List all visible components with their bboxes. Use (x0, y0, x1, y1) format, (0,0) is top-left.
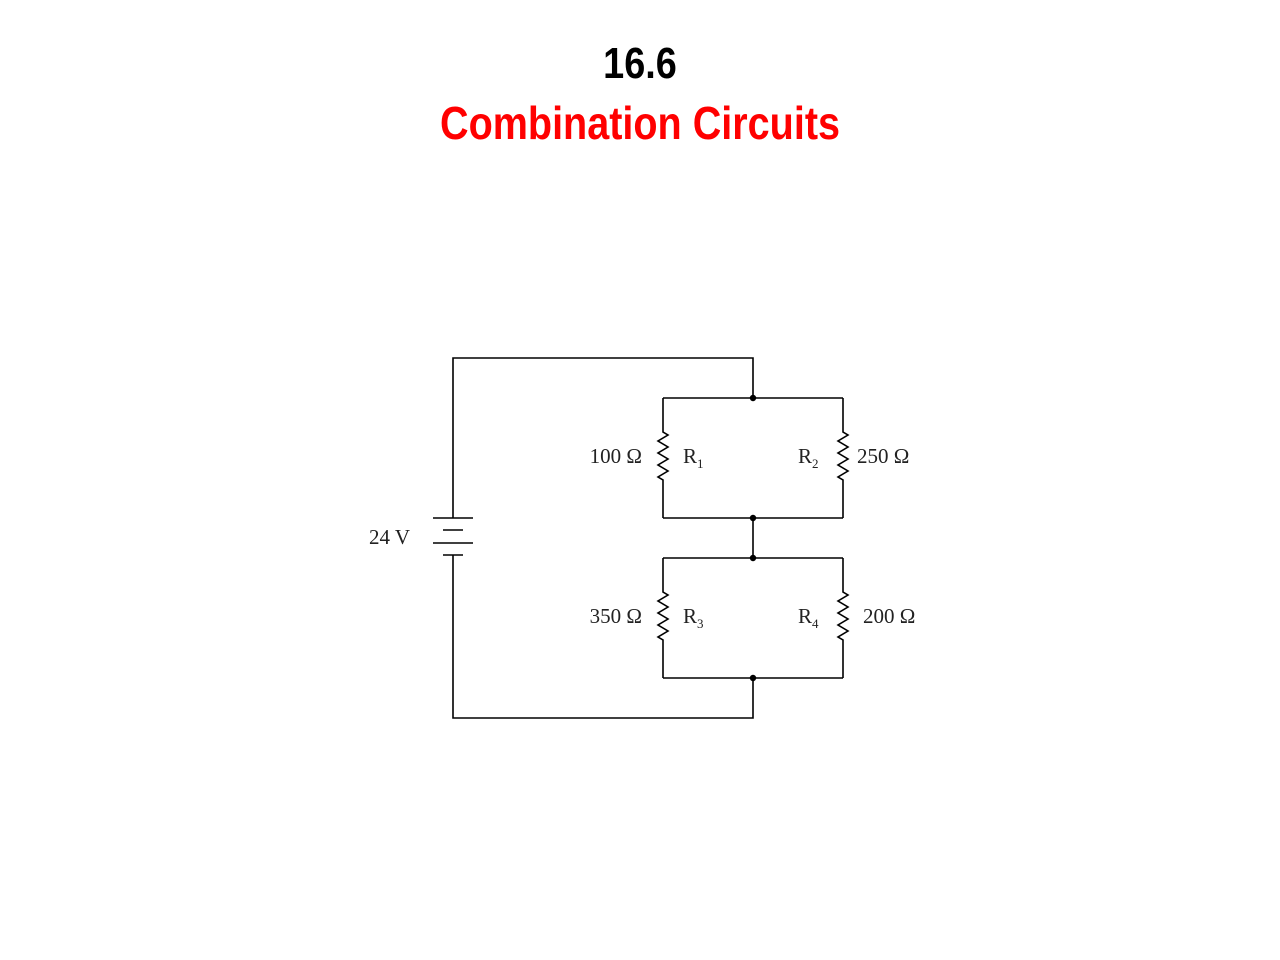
battery-symbol (433, 517, 473, 556)
slide-number: 16.6 (603, 39, 677, 88)
junction-node (749, 514, 757, 522)
slide-title: Combination Circuits (439, 97, 841, 149)
wire-top (452, 357, 754, 518)
r3-value-label: 350 Ω (590, 604, 642, 628)
r1-name-label: R1 (683, 444, 704, 471)
r4-branch (836, 558, 850, 678)
junction-node (749, 554, 757, 562)
battery-voltage-label: 24 V (369, 525, 410, 549)
r4-name-label: R4 (798, 604, 819, 631)
r4-value-label: 200 Ω (863, 604, 915, 628)
r2-value-label: 250 Ω (857, 444, 909, 468)
r3-branch (656, 558, 670, 678)
r2-name-label: R2 (798, 444, 819, 471)
r1-branch (656, 398, 670, 518)
r2-branch (836, 398, 850, 518)
r1-value-label: 100 Ω (590, 444, 642, 468)
r3-name-label: R3 (683, 604, 704, 631)
junction-node (749, 674, 757, 682)
junction-node (749, 394, 757, 402)
wire-bottom (452, 555, 754, 719)
